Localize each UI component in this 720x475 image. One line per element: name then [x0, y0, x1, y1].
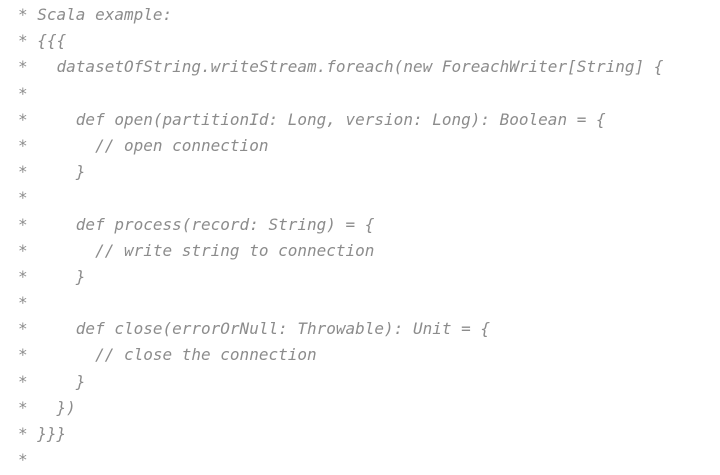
code-line: * // close the connection	[18, 345, 317, 365]
code-line: * // write string to connection	[18, 240, 375, 260]
code-line: * {{{	[18, 31, 67, 51]
code-line: * }}}	[18, 424, 67, 443]
code-line: * // open connection	[18, 135, 269, 155]
code-line: * Scala example:	[18, 5, 173, 24]
code-line: *	[18, 83, 28, 103]
code-comment-block: * Scala example: * {{{ * datasetOfString.w…	[18, 2, 663, 473]
code-line: * def process(record: String) = {	[18, 214, 375, 234]
code-line: *	[18, 293, 28, 313]
code-line: * }	[18, 266, 86, 286]
code-line: * def close(errorOrNull: Throwable): Uni…	[18, 319, 491, 339]
code-line: *	[18, 188, 28, 208]
code-line: * datasetOfString.writeStream.foreach(ne…	[18, 57, 664, 77]
code-line: * })	[18, 397, 76, 417]
code-line: * }	[18, 371, 86, 391]
code-line: * def open(partitionId: Long, version: L…	[18, 109, 606, 129]
code-line: * }	[18, 162, 86, 182]
code-line: *	[18, 450, 28, 470]
